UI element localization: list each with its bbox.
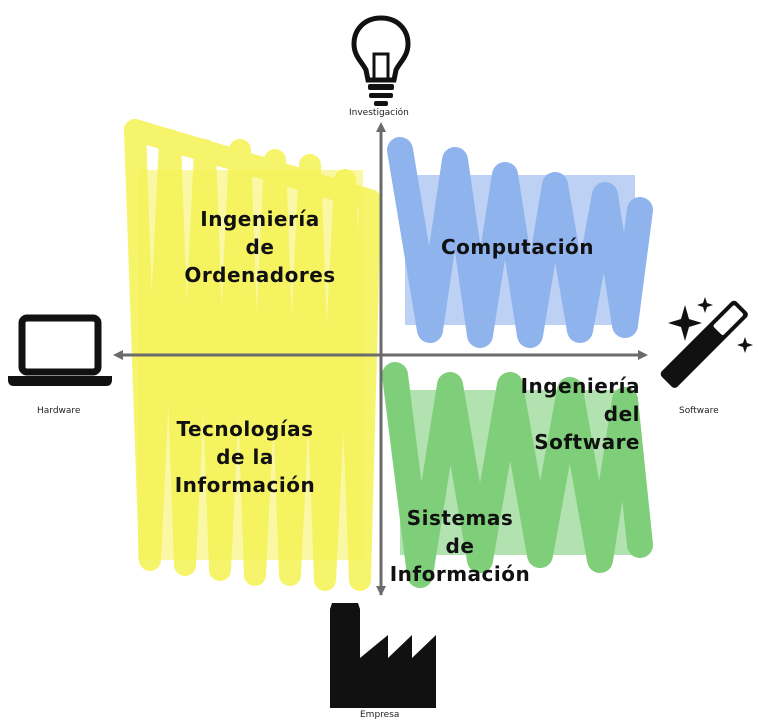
region-line: Ingeniería	[200, 207, 320, 231]
region-line: Información	[389, 562, 531, 586]
region-line: Ordenadores	[184, 263, 336, 287]
axis-label-right: Software	[679, 406, 719, 416]
region-label-sistemas-informacion: Sistemas de Información	[380, 504, 540, 588]
region-label-ingenieria-ordenadores: Ingeniería de Ordenadores	[160, 205, 360, 289]
region-label-tecnologias-informacion: Tecnologías de la Información	[150, 415, 340, 499]
magic-wand-icon	[660, 297, 753, 388]
region-fill-green	[382, 362, 653, 588]
region-line: Tecnologías	[176, 417, 314, 441]
region-label-ingenieria-software: Ingeniería del Software	[495, 372, 640, 456]
region-label-computacion: Computación	[430, 233, 605, 261]
region-line: Sistemas	[406, 506, 514, 530]
region-line: de	[245, 235, 275, 259]
region-fill-yellow	[124, 119, 381, 591]
axis-label-bottom: Empresa	[360, 710, 400, 720]
region-line: de la	[216, 445, 274, 469]
laptop-icon	[8, 314, 112, 386]
region-line: Ingeniería	[520, 374, 640, 398]
axis-label-left: Hardware	[37, 406, 81, 416]
region-line: Información	[174, 473, 316, 497]
axis-label-top: Investigación	[349, 108, 409, 118]
region-line: de	[445, 534, 475, 558]
lightbulb-icon	[351, 15, 411, 106]
region-line: del	[603, 402, 640, 426]
region-line: Software	[534, 430, 640, 454]
region-line: Computación	[440, 235, 595, 259]
region-fill-blue	[387, 137, 653, 348]
factory-icon	[330, 603, 436, 708]
